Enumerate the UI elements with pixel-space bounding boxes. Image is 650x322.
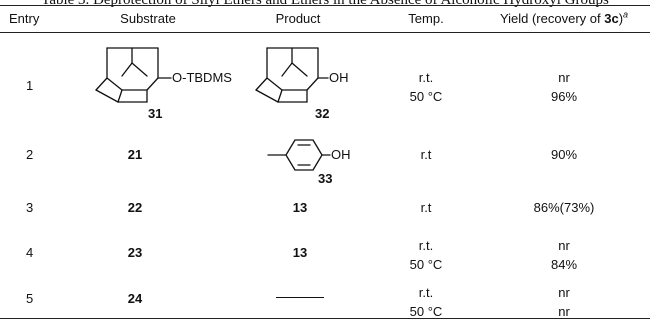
row5-temp-1: r.t. bbox=[418, 285, 434, 300]
row5-entry: 5 bbox=[26, 291, 34, 306]
row5-product-none-dash bbox=[276, 297, 324, 298]
header-yield-compound: 3c bbox=[604, 11, 619, 26]
row1-product-group: OH bbox=[329, 70, 349, 85]
row2-entry: 2 bbox=[26, 147, 34, 162]
table-caption: Table 3. Deprotection of Silyl Ethers an… bbox=[0, 0, 650, 8]
row1-entry: 1 bbox=[26, 78, 34, 93]
row2-yield: 90% bbox=[550, 147, 578, 162]
header-yield-footnote: a bbox=[623, 9, 629, 20]
row1-product-number: 32 bbox=[315, 106, 329, 121]
caption-text: Deprotection of Silyl Ethers and Ethers … bbox=[93, 0, 609, 8]
row3-yield: 86%(73%) bbox=[533, 200, 595, 215]
row4-temps: r.t. 50 °C bbox=[410, 236, 443, 274]
header-entry: Entry bbox=[9, 11, 40, 26]
row4-product-number: 13 bbox=[292, 245, 308, 260]
row2-product-number: 33 bbox=[318, 171, 332, 186]
row1-yield-2: 96% bbox=[550, 89, 578, 104]
row1-substrate-number: 31 bbox=[148, 106, 162, 121]
header-substrate: Substrate bbox=[120, 11, 176, 26]
row1-substrate-adamantane-structure: O-TBDMS 31 bbox=[95, 47, 232, 121]
row4-yield-2: 84% bbox=[550, 257, 578, 272]
row5-temps: r.t. 50 °C bbox=[410, 283, 443, 321]
header-yield: Yield (recovery of 3c)a bbox=[499, 9, 629, 27]
row3-product-number: 13 bbox=[292, 200, 308, 215]
row1-temp-1: r.t. bbox=[418, 70, 434, 85]
table-top-rule bbox=[0, 5, 650, 6]
row5-substrate-number: 24 bbox=[127, 291, 143, 306]
row3-entry: 3 bbox=[26, 200, 34, 215]
caption-label: Table 3. bbox=[41, 0, 90, 8]
row1-substrate-group: O-TBDMS bbox=[172, 70, 232, 85]
row4-temp-2: 50 °C bbox=[409, 257, 443, 272]
row4-yields: nr 84% bbox=[551, 236, 577, 274]
row2-product-group: OH bbox=[331, 147, 351, 162]
row2-temp: r.t bbox=[420, 147, 432, 162]
row5-yield-2: nr bbox=[558, 304, 570, 319]
row4-substrate-number: 23 bbox=[127, 245, 143, 260]
row4-entry: 4 bbox=[26, 245, 34, 260]
header-yield-close: ) bbox=[618, 11, 624, 26]
row3-substrate-number: 22 bbox=[127, 200, 143, 215]
header-yield-text: Yield (recovery of bbox=[499, 11, 605, 26]
row1-temp-2: 50 °C bbox=[409, 89, 443, 104]
row5-yield-1: nr bbox=[558, 285, 570, 300]
row2-product-cresol-structure: OH 33 bbox=[267, 139, 351, 186]
table-bottom-rule bbox=[0, 318, 650, 319]
row1-temps: r.t. 50 °C bbox=[410, 68, 443, 106]
row3-temp: r.t bbox=[420, 200, 432, 215]
row4-yield-1: nr bbox=[558, 238, 570, 253]
row5-yields: nr nr bbox=[558, 283, 570, 321]
table-header-rule bbox=[0, 32, 650, 33]
row1-product-adamantanol-structure: OH 32 bbox=[255, 47, 349, 121]
row4-temp-1: r.t. bbox=[418, 238, 434, 253]
header-temp: Temp. bbox=[408, 11, 444, 26]
header-product: Product bbox=[275, 11, 321, 26]
row5-temp-2: 50 °C bbox=[409, 304, 443, 319]
row2-substrate-number: 21 bbox=[127, 147, 143, 162]
row1-yields: nr 96% bbox=[551, 68, 577, 106]
row1-yield-1: nr bbox=[558, 70, 570, 85]
